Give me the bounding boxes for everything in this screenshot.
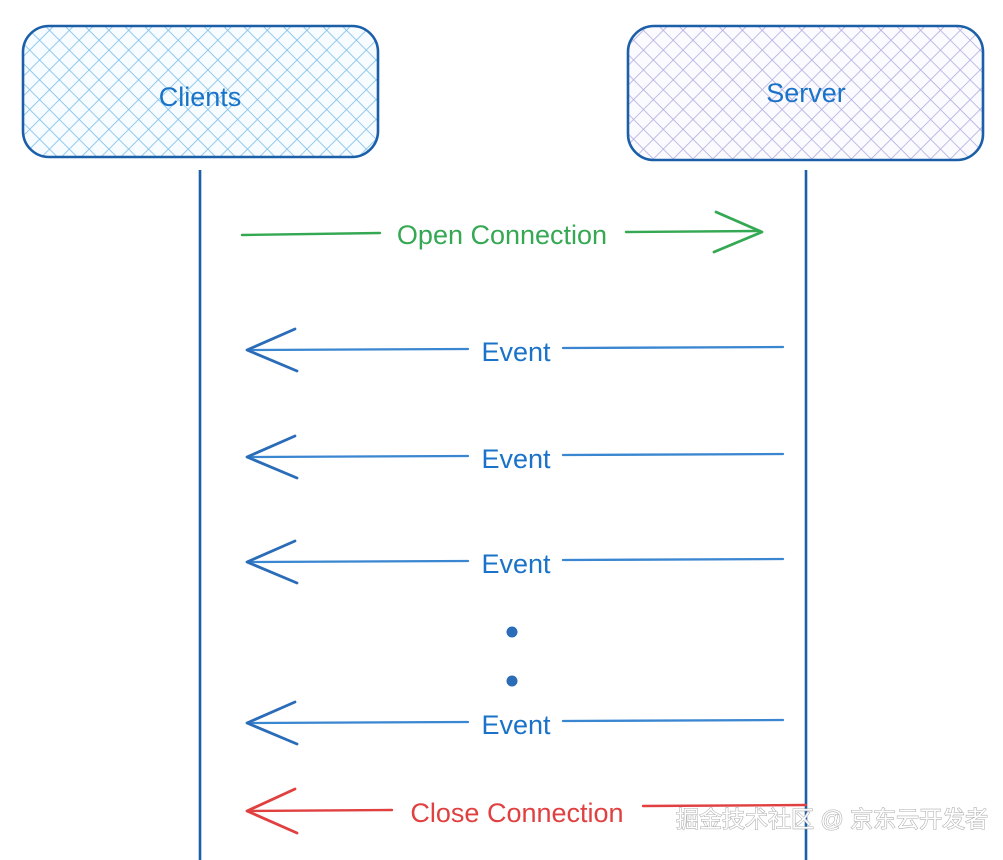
- lifeline-group: [198, 170, 808, 860]
- message-event-1[interactable]: Event: [245, 327, 785, 373]
- participant-clients[interactable]: Clients: [21, 24, 380, 159]
- ellipsis-dot: [506, 626, 518, 638]
- message-line-right-segment: [624, 229, 762, 234]
- message-line-left-segment: [245, 808, 394, 813]
- arrowhead-left-icon: [245, 539, 299, 585]
- message-open-connection[interactable]: Open Connection: [240, 210, 764, 254]
- message-line-left-segment: [245, 720, 470, 725]
- message-line-left-segment: [245, 559, 470, 564]
- message-line-right-segment: [641, 803, 808, 808]
- message-label-close-connection: Close Connection: [410, 798, 623, 828]
- message-line-left-segment: [245, 454, 470, 459]
- server-label: Server: [766, 78, 846, 108]
- watermark: 掘金技术社区 @ 京东云开发者: [676, 806, 988, 832]
- arrowhead-left-icon: [245, 327, 299, 373]
- message-line-right-segment: [561, 718, 785, 723]
- message-label-open-connection: Open Connection: [397, 220, 607, 250]
- continuation-dots: [506, 626, 518, 687]
- message-label-event-1: Event: [481, 337, 551, 367]
- message-label-event-2: Event: [481, 444, 551, 474]
- message-line-left-segment: [240, 231, 382, 237]
- message-line-left-segment: [245, 347, 470, 352]
- ellipsis-dot: [506, 675, 518, 687]
- message-label-event-3: Event: [481, 549, 551, 579]
- arrowhead-left-icon: [245, 700, 299, 746]
- arrowhead-right-icon: [712, 210, 764, 254]
- message-line-right-segment: [561, 345, 785, 350]
- clients-box: [21, 24, 380, 159]
- message-event-3[interactable]: Event: [245, 539, 785, 585]
- server-box: [626, 24, 985, 162]
- message-close-connection[interactable]: Close Connection: [245, 787, 808, 835]
- arrowhead-left-icon: [245, 434, 299, 480]
- participant-server[interactable]: Server: [626, 24, 985, 162]
- message-label-event-4: Event: [481, 710, 551, 740]
- message-line-right-segment: [561, 557, 785, 562]
- message-event-4[interactable]: Event: [245, 700, 785, 746]
- message-line-right-segment: [561, 452, 785, 457]
- clients-label: Clients: [159, 82, 242, 112]
- arrowhead-left-icon: [245, 787, 299, 835]
- message-event-2[interactable]: Event: [245, 434, 785, 480]
